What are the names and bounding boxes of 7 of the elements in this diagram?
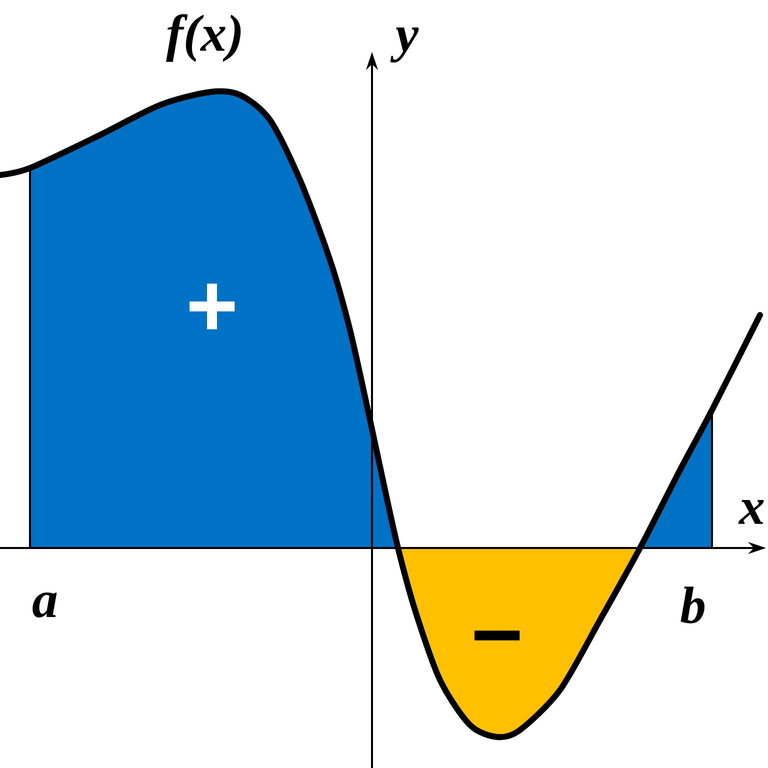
sign-label: +: [190, 284, 235, 330]
function-label: f(x): [166, 14, 241, 62]
bound-label: a: [32, 592, 57, 618]
axis-label: y: [390, 27, 419, 63]
axis-label: x: [738, 500, 764, 524]
bound-label: b: [680, 586, 704, 624]
sign-label: −: [474, 630, 520, 640]
